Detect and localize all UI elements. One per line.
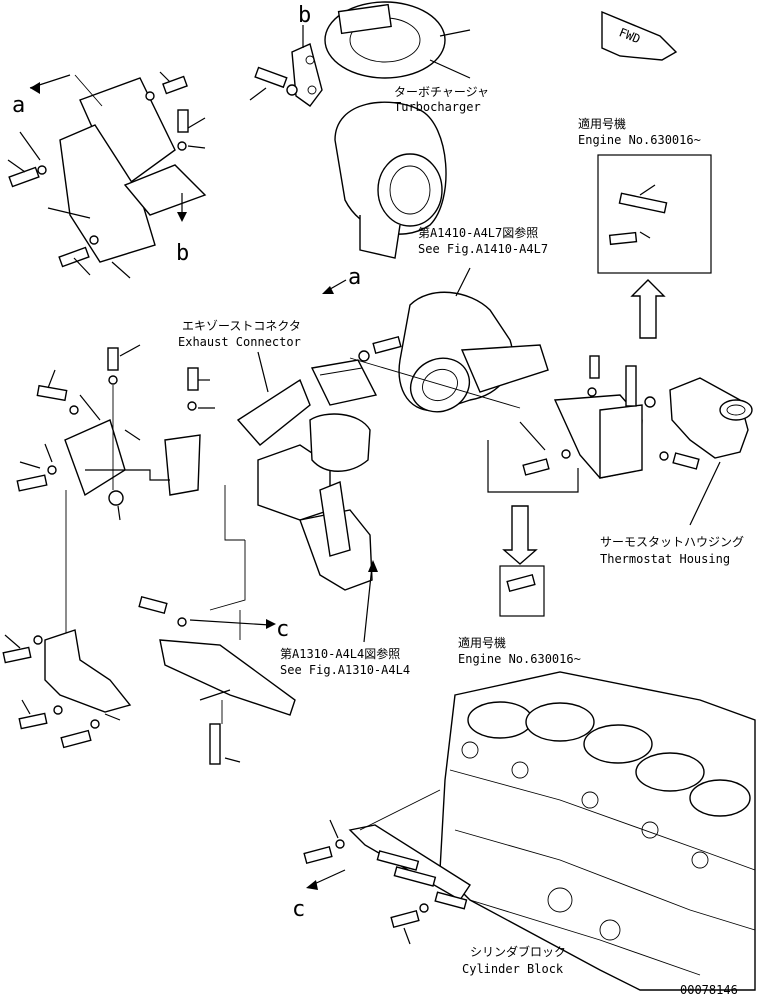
- exhaust-jp-label: エキゾーストコネクタ: [182, 319, 301, 333]
- engine-top-en-label: Engine No.630016~: [578, 133, 701, 147]
- engine-mid-en-label: Engine No.630016~: [458, 652, 581, 666]
- ref-b-top: b: [298, 3, 311, 28]
- bolt-callout-box: [487, 440, 579, 493]
- ref-top-jp-label: 第A1410-A4L7図参照: [418, 225, 538, 240]
- cylinder-block-drawing: [439, 671, 756, 991]
- thermostat-bracket: [553, 355, 700, 479]
- ref-mid-en-label: See Fig.A1310-A4L4: [280, 663, 410, 677]
- fwd-arrow-icon: FWD: [601, 10, 678, 61]
- ref-a-center: a: [348, 265, 361, 290]
- engine-top-jp-label: 適用号機: [578, 116, 626, 131]
- ref-mid-jp-label: 第A1310-A4L4図参照: [280, 646, 400, 661]
- exhaust-elbow: [349, 267, 549, 413]
- lower-left-bracket: [16, 344, 215, 640]
- turbo-bracket: [249, 25, 323, 107]
- bottom-left-bracket: [2, 595, 296, 765]
- upper-left-bracket: [7, 71, 207, 279]
- arrow-down-icon: [502, 505, 538, 565]
- exhaust-en-label: Exhaust Connector: [178, 335, 301, 349]
- ref-b-left: b: [176, 241, 189, 266]
- leader-line-2: [209, 540, 246, 611]
- cylinder-jp-label: シリンダブロック: [470, 944, 566, 959]
- ref-c-left: c: [276, 617, 289, 642]
- thermostat-en-label: Thermostat Housing: [600, 552, 730, 566]
- engine-top-detail-box: [597, 154, 712, 274]
- exhaust-connector-drawing: [236, 359, 378, 591]
- block-plate: [303, 789, 471, 945]
- thermostat-housing-drawing: [669, 377, 753, 526]
- drawing-number: 00078146: [680, 983, 738, 997]
- leader-line: [224, 485, 245, 541]
- cylinder-en-label: Cylinder Block: [462, 962, 564, 976]
- ref-top-en-label: See Fig.A1410-A4L7: [418, 242, 548, 256]
- turbocharger-en-label: Turbocharger: [394, 100, 481, 114]
- ref-a-top-left: a: [12, 93, 25, 118]
- arrow-up-icon: [630, 279, 666, 339]
- engine-mid-jp-label: 適用号機: [458, 635, 506, 650]
- turbocharger-drawing: [324, 1, 471, 259]
- ref-c-bottom: c: [292, 897, 305, 922]
- turbocharger-jp-label: ターボチャージャ: [394, 85, 489, 99]
- thermostat-jp-label: サーモスタットハウジング: [600, 535, 744, 549]
- top-detail-part: [608, 184, 668, 246]
- bolt-detail-box: [499, 565, 545, 617]
